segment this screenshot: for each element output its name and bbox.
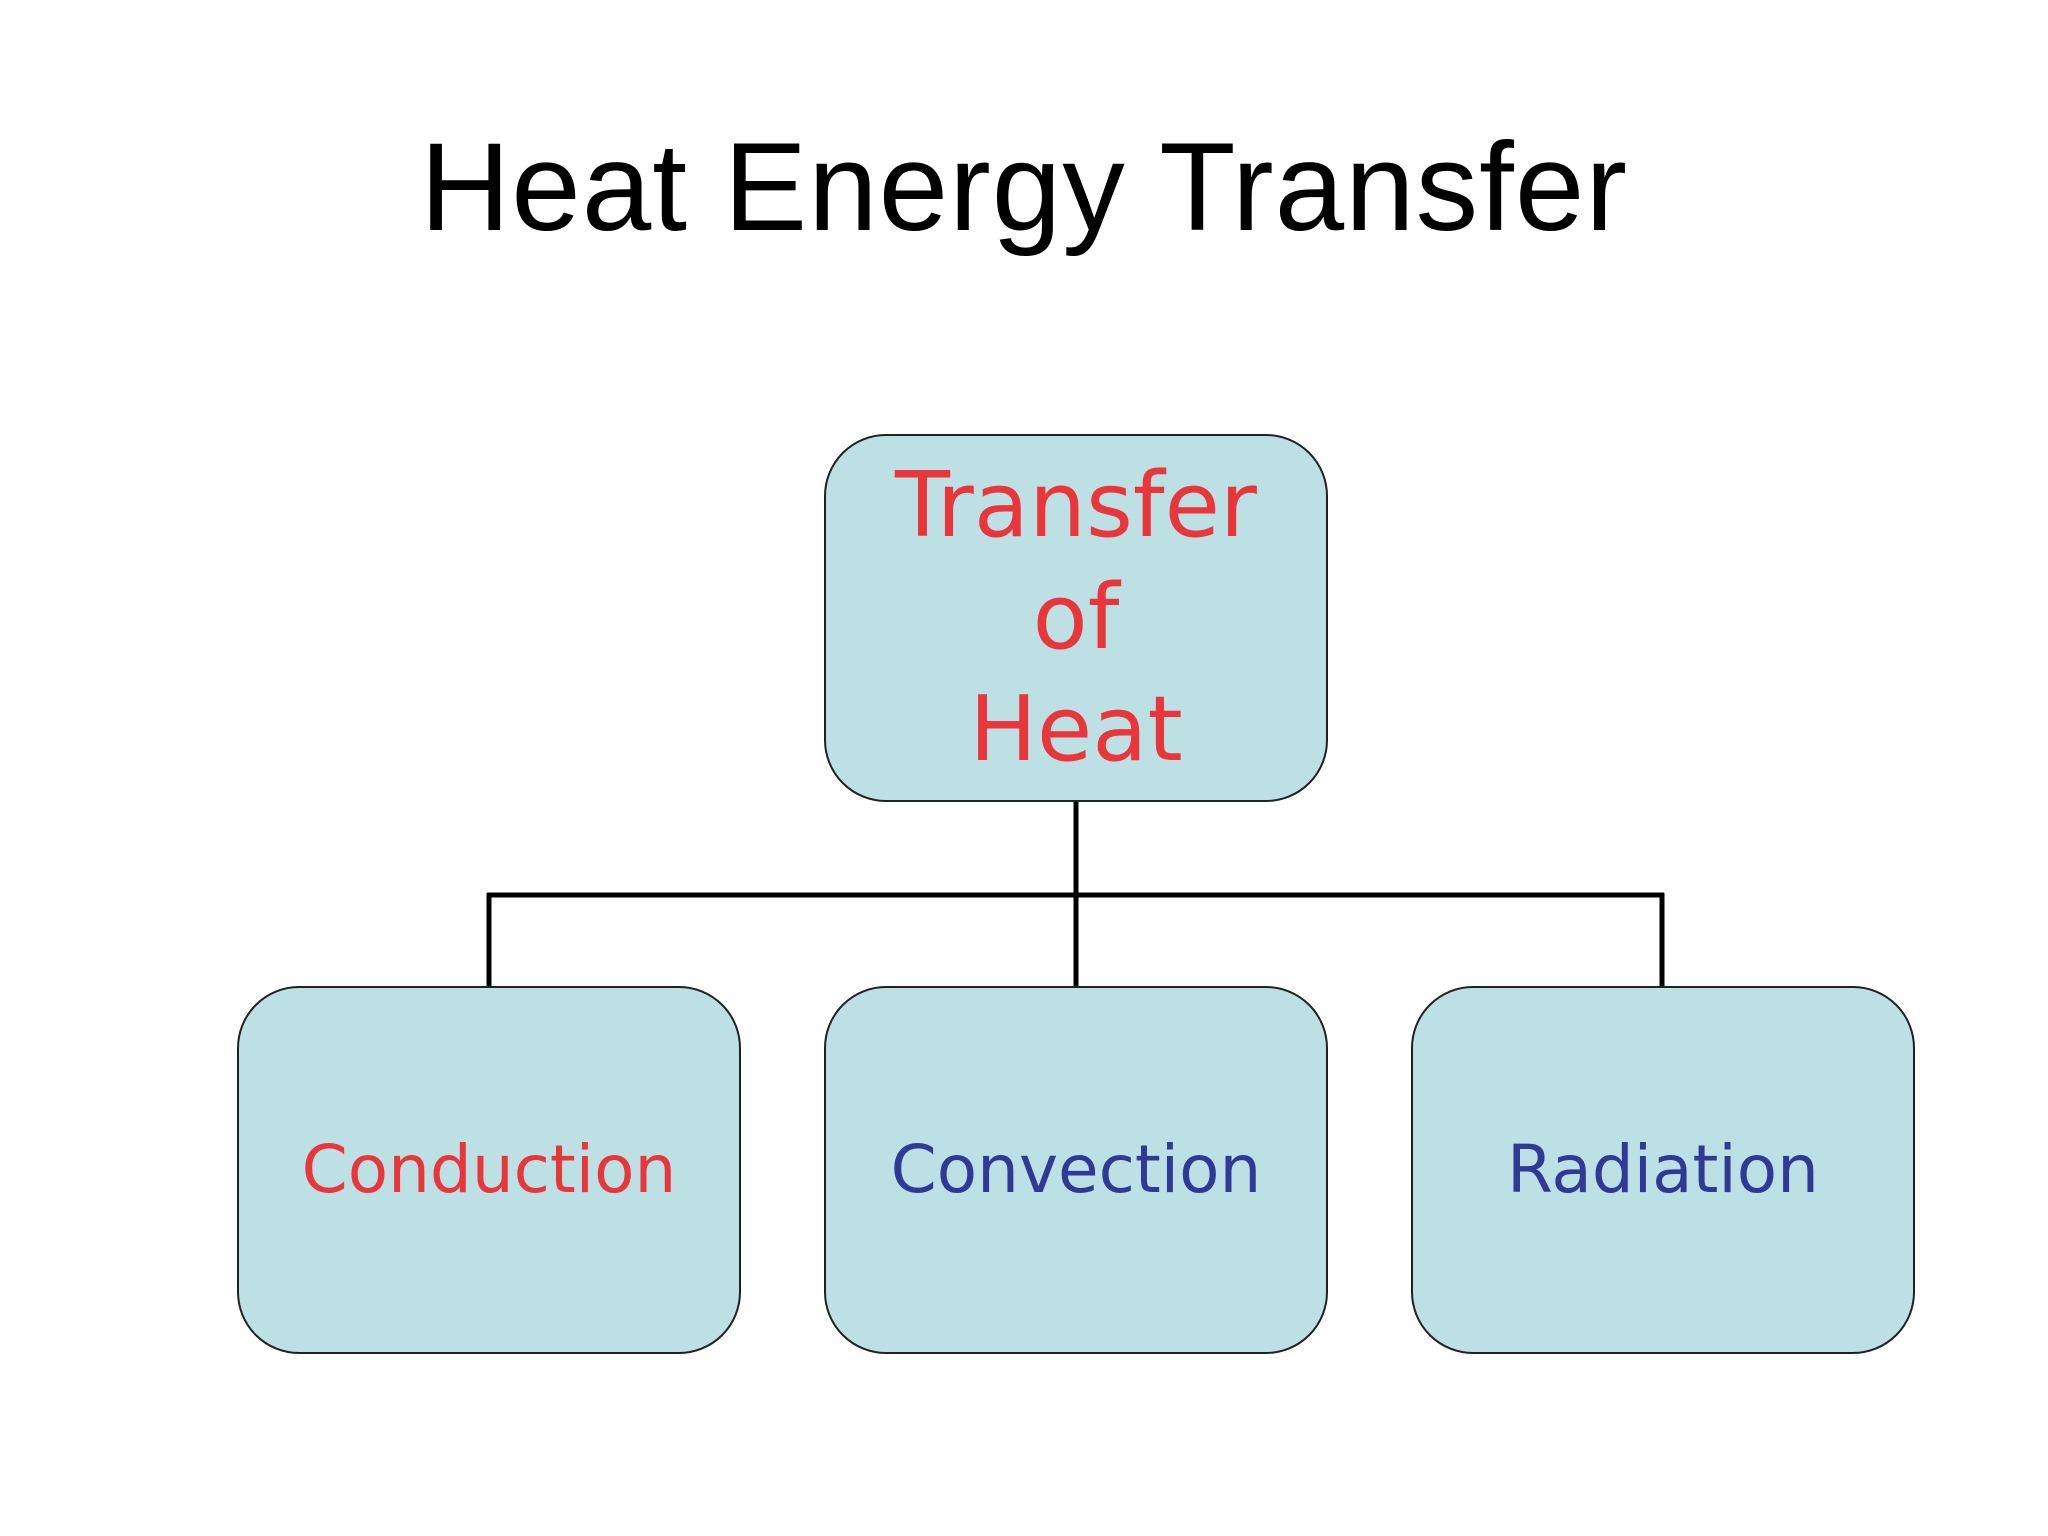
root-label-line-1: Transfer: [895, 453, 1257, 558]
node-convection: Convection: [824, 986, 1328, 1354]
node-radiation-label: Radiation: [1507, 1131, 1819, 1208]
root-node-transfer-of-heat: Transfer of Heat: [824, 434, 1328, 802]
root-label-line-3: Heat: [969, 677, 1183, 782]
node-convection-label: Convection: [890, 1131, 1262, 1208]
node-radiation: Radiation: [1411, 986, 1915, 1354]
slide-title: Heat Energy Transfer: [419, 118, 1629, 257]
root-label-line-2: of: [1032, 565, 1120, 670]
node-conduction: Conduction: [237, 986, 741, 1354]
node-conduction-label: Conduction: [301, 1131, 677, 1208]
